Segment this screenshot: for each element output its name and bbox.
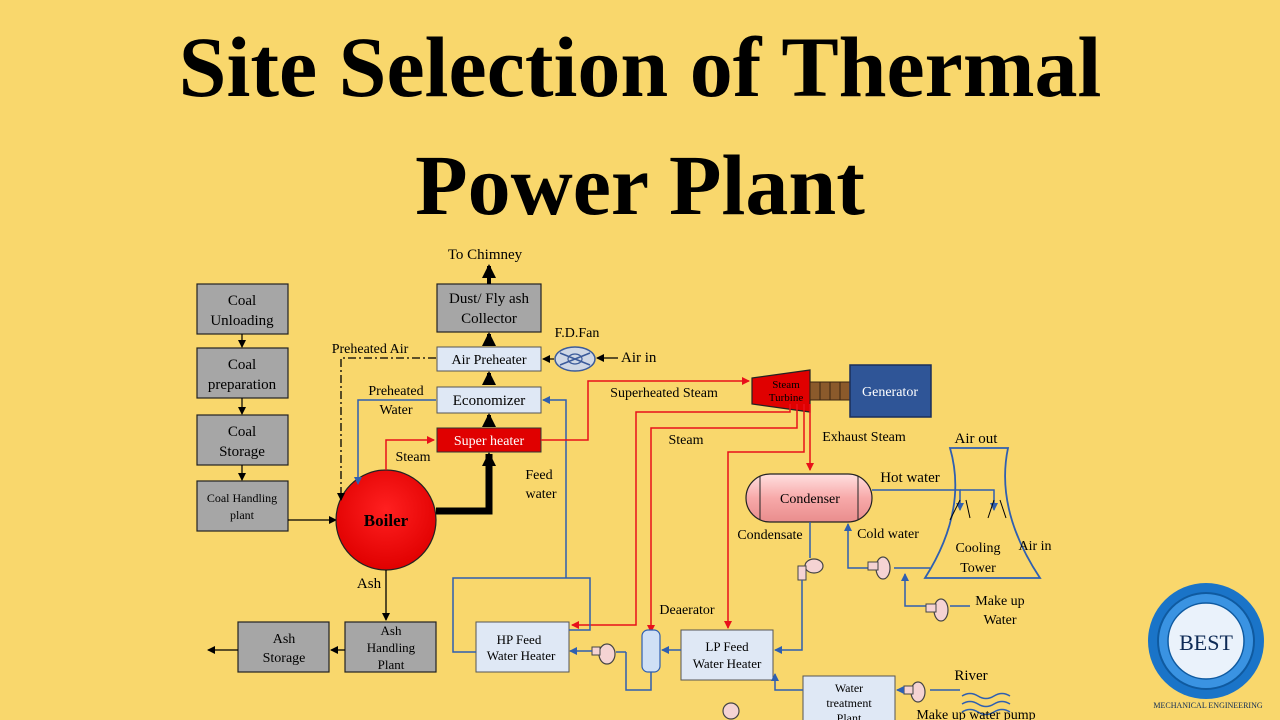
preheated-air-label: Preheated Air — [332, 342, 409, 357]
svg-text:Boiler: Boiler — [364, 511, 409, 530]
svg-text:Air Preheater: Air Preheater — [451, 353, 526, 368]
preheated-water-label-2: Water — [379, 403, 412, 418]
svg-text:Coal: Coal — [228, 357, 256, 373]
feed-water-label-2: water — [525, 487, 556, 502]
generator-box: Generator — [849, 364, 932, 418]
coal-unloading-box: Coal Unloading — [196, 283, 289, 335]
hot-water-label: Hot water — [880, 470, 940, 486]
make-up-water-label-1: Make up — [975, 594, 1024, 609]
boiler: Boiler — [335, 469, 437, 571]
svg-text:BEST: BEST — [1179, 630, 1233, 655]
ash-storage-box: Ash Storage — [237, 621, 330, 673]
steam-turbine: Steam Turbine — [751, 369, 811, 413]
svg-text:LP Feed: LP Feed — [705, 639, 749, 654]
svg-text:Ash: Ash — [381, 623, 402, 638]
exhaust-steam-label: Exhaust Steam — [822, 430, 906, 445]
cold-water-label: Cold water — [857, 527, 919, 542]
dust-collector-box: Dust/ Fly ash Collector — [436, 283, 542, 333]
svg-text:Cooling: Cooling — [955, 541, 1000, 556]
deaerator-tank — [641, 629, 661, 673]
feed-pump-icon — [591, 643, 616, 665]
super-heater-box: Super heater — [436, 427, 542, 453]
coal-handling-plant-box: Coal Handling plant — [196, 480, 289, 532]
title-line-1: Site Selection of Thermal — [178, 19, 1102, 115]
svg-text:Steam: Steam — [772, 379, 800, 391]
svg-text:Plant: Plant — [378, 657, 405, 672]
make-up-water-pump-label: Make up water pump — [916, 708, 1035, 720]
svg-text:preparation: preparation — [208, 377, 277, 393]
treatment-pump-icon — [722, 702, 740, 720]
river-pump-icon — [903, 681, 926, 703]
fd-fan-label: F.D.Fan — [555, 326, 600, 341]
svg-text:Storage: Storage — [263, 651, 306, 666]
svg-text:Handling: Handling — [367, 640, 416, 655]
svg-text:Coal: Coal — [228, 293, 256, 309]
cooling-tower: Cooling Tower — [923, 447, 1042, 579]
preheated-water-label-1: Preheated — [368, 384, 423, 399]
svg-text:Water Heater: Water Heater — [487, 648, 556, 663]
steam-mid-label: Steam — [669, 433, 704, 448]
lp-heater-box: LP Feed Water Heater — [680, 629, 774, 681]
svg-text:Economizer: Economizer — [453, 393, 525, 409]
svg-text:Condenser: Condenser — [780, 492, 840, 507]
svg-text:Generator: Generator — [862, 385, 918, 400]
turbine-shaft-coupling — [809, 381, 851, 401]
svg-text:Turbine: Turbine — [769, 392, 804, 404]
svg-text:Super heater: Super heater — [454, 434, 525, 449]
svg-text:Water Heater: Water Heater — [693, 656, 762, 671]
svg-text:Storage: Storage — [219, 444, 265, 460]
svg-text:Coal Handling: Coal Handling — [207, 491, 277, 505]
svg-text:Tower: Tower — [960, 561, 996, 576]
svg-text:Plant: Plant — [837, 711, 862, 720]
cold-water-pump-icon — [867, 556, 891, 580]
svg-text:Ash: Ash — [273, 632, 296, 647]
ash-label: Ash — [357, 576, 382, 592]
coal-preparation-box: Coal preparation — [196, 347, 289, 399]
deaerator-label: Deaerator — [659, 603, 715, 618]
make-up-pump-icon — [925, 598, 949, 622]
steam-boiler-label: Steam — [396, 450, 431, 465]
hp-heater-box: HP Feed Water Heater — [475, 621, 570, 673]
air-preheater-box: Air Preheater — [436, 346, 542, 372]
air-out-label: Air out — [955, 431, 999, 447]
river-waves-icon — [961, 692, 1011, 716]
condensate-label: Condensate — [737, 528, 802, 543]
to-chimney-label: To Chimney — [448, 247, 523, 263]
svg-text:MECHANICAL ENGINEERING: MECHANICAL ENGINEERING — [1153, 701, 1262, 710]
feed-water-label-1: Feed — [525, 468, 552, 483]
economizer-box: Economizer — [436, 386, 542, 414]
svg-text:Coal: Coal — [228, 424, 256, 440]
svg-text:plant: plant — [230, 508, 255, 522]
condenser: Condenser — [745, 473, 873, 523]
fd-fan-icon — [554, 346, 596, 372]
coal-storage-box: Coal Storage — [196, 414, 289, 466]
title-line-2: Power Plant — [415, 137, 865, 233]
river-label: River — [954, 668, 987, 684]
svg-text:Collector: Collector — [461, 311, 517, 327]
svg-text:Unloading: Unloading — [210, 313, 274, 329]
condensate-pump-icon — [797, 558, 824, 581]
svg-text:Dust/ Fly ash: Dust/ Fly ash — [449, 291, 530, 307]
best-logo: BEST MECHANICAL ENGINEERING — [1148, 583, 1264, 710]
superheated-steam-label: Superheated Steam — [610, 386, 718, 401]
svg-text:treatment: treatment — [826, 696, 872, 710]
svg-text:Water: Water — [835, 681, 863, 695]
make-up-water-label-2: Water — [983, 613, 1016, 628]
air-in-tower-label: Air in — [1018, 539, 1051, 554]
svg-text:HP Feed: HP Feed — [497, 632, 542, 647]
water-treatment-box: Water treatment Plant — [802, 675, 896, 720]
air-in-top-label: Air in — [621, 350, 657, 366]
ash-handling-plant-box: Ash Handling Plant — [344, 621, 437, 673]
